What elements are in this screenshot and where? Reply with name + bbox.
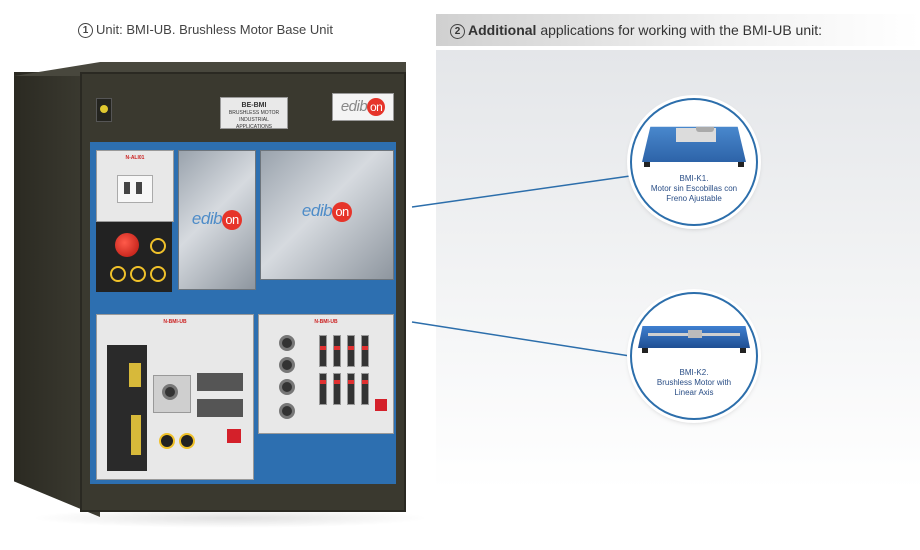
step-1-icon: 1 [78,23,93,38]
left-heading-text: Unit: BMI-UB. Brushless Motor Base Unit [96,22,333,37]
bnc-connector[interactable] [279,335,295,351]
cabinet-label-plate: BE-BMI BRUSHLESS MOTOR INDUSTRIAL APPLIC… [220,97,288,130]
step-2-icon: 2 [450,24,465,39]
circuit-breaker[interactable] [117,175,153,203]
application-caption: BMI-K1. Motor sin Escobillas con Freno A… [632,174,756,204]
red-switch[interactable] [227,429,241,443]
application-code: BMI-K2. [679,368,709,377]
output-socket[interactable] [159,433,175,449]
panel-logo-prefix: edib [191,209,223,228]
application-line: Linear Axis [674,388,714,397]
plate-line: BRUSHLESS MOTOR [228,110,280,116]
breaker-switch[interactable] [136,182,142,194]
power-socket[interactable] [150,266,166,282]
plate-line: APPLICATIONS [235,124,273,130]
bnc-connector[interactable] [279,379,295,395]
connector-line [411,321,631,357]
application-bmi-k1[interactable]: BMI-K1. Motor sin Escobillas con Freno A… [630,98,758,226]
foot [740,348,746,353]
right-heading-band [436,14,920,46]
bnc-connector[interactable] [279,403,295,419]
display-panel [197,373,243,391]
module-right-title: N-BMI-UB [314,319,338,325]
indicator-lamp[interactable] [96,98,112,122]
plate-line: INDUSTRIAL [239,117,269,123]
slider-control[interactable] [333,373,341,405]
rotary-knob[interactable] [162,384,178,400]
slider-control[interactable] [319,335,327,367]
foot [738,162,744,167]
breaker-switch[interactable] [124,182,130,194]
product-image-linear-axis [638,326,750,348]
application-line: Brushless Motor with [656,378,732,387]
slider-control[interactable] [361,373,369,405]
motor-icon [696,126,714,132]
application-line: Motor sin Escobillas con [650,184,738,193]
module-left-title: N-BMI-UB [163,319,187,325]
panel-logo-suffix: on [222,210,243,230]
connector-line [411,175,631,208]
application-bmi-k2[interactable]: BMI-K2. Brushless Motor with Linear Axis [630,292,758,420]
panel-logo-suffix: on [332,202,353,222]
power-socket[interactable] [150,238,166,254]
panel-logo-prefix: edib [301,201,333,220]
drive-unit [107,345,147,471]
slider-control[interactable] [319,373,327,405]
red-switch[interactable] [375,399,387,411]
right-heading-rest: applications for working with the BMI-UB… [536,22,823,38]
power-module: N-ALI01 [96,150,174,222]
floor-shadow [30,508,430,528]
slider-control[interactable] [361,335,369,367]
application-line: Freno Ajustable [666,194,722,203]
drive-connector [131,415,141,455]
slider-control[interactable] [347,335,355,367]
slider-control[interactable] [347,373,355,405]
right-heading-bold: Additional [468,22,537,38]
product-image-brake [642,126,746,162]
output-socket[interactable] [179,433,195,449]
power-module-title: N-ALI01 [125,155,145,161]
foot [642,348,648,353]
brand-logo-suffix: on [367,98,386,116]
application-code: BMI-K1. [679,174,709,183]
foot [644,162,650,167]
carriage [688,330,702,338]
power-socket[interactable] [130,266,146,282]
emergency-stop-button[interactable] [115,233,139,257]
slider-control[interactable] [333,335,341,367]
power-socket[interactable] [110,266,126,282]
display-panel [197,399,243,417]
bnc-connector[interactable] [279,357,295,373]
control-knob-panel [153,375,191,413]
plate-title: BE-BMI [241,102,267,109]
lamp-icon [100,105,108,113]
application-caption: BMI-K2. Brushless Motor with Linear Axis [632,368,756,398]
control-module-right: N-BMI-UB [258,314,394,434]
control-module-left: N-BMI-UB [96,314,254,480]
drive-indicator [129,363,141,387]
brand-logo-prefix: edib [340,98,368,115]
